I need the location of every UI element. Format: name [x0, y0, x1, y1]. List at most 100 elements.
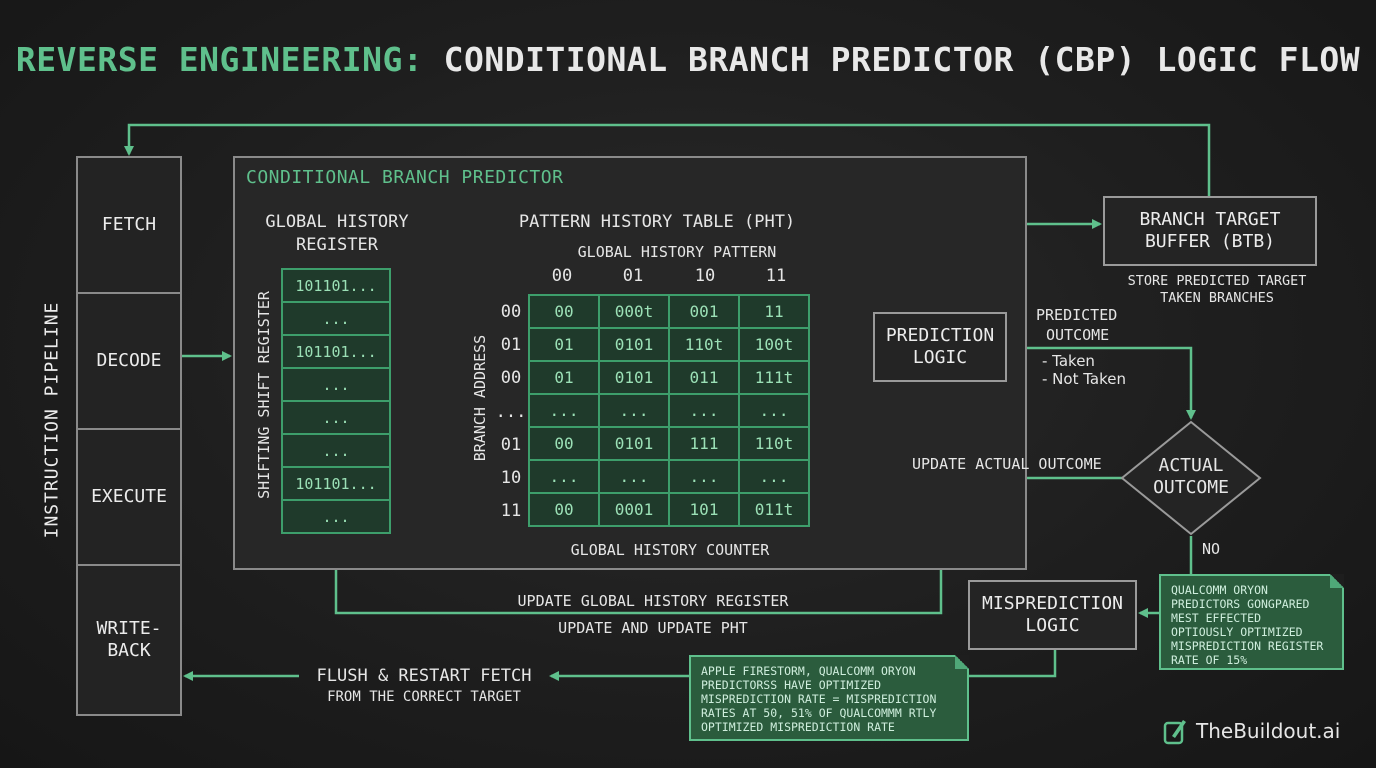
prediction-logic-line2: LOGIC [912, 347, 968, 368]
pht-counter-label: GLOBAL HISTORY COUNTER [570, 541, 770, 559]
prediction-logic-box: PREDICTION LOGIC [873, 312, 1007, 382]
pht-cell: 110t [738, 426, 810, 461]
pht-cell: 00 [528, 492, 600, 527]
pht-cell: 0001 [598, 492, 670, 527]
pht-cell: ... [668, 393, 740, 428]
pht-row: 01 0101 110t 100t [528, 327, 810, 362]
flush-arrow-a [968, 650, 1057, 678]
note-qualcomm: QUALCOMM ORYON PREDICTORS GONGPARED MEST… [1159, 574, 1344, 670]
page-title: REVERSE ENGINEERING: CONDITIONAL BRANCH … [0, 40, 1376, 79]
predicted-outcome-1: PREDICTED [1036, 306, 1118, 324]
actual-outcome-line1: ACTUAL [1158, 455, 1224, 476]
ghr-cell: ... [283, 303, 389, 336]
ghr-cell: ... [283, 402, 389, 435]
flush-line2: FROM THE CORRECT TARGET [327, 689, 521, 705]
pht-cell: ... [528, 393, 600, 428]
prediction-logic-line1: PREDICTION [885, 325, 995, 346]
predicted-option-not-taken: - Not Taken [1042, 370, 1126, 388]
cbp-title: CONDITIONAL BRANCH PREDICTOR [246, 167, 564, 188]
stage-decode-label: DECODE [96, 350, 162, 371]
ghr-cell: ... [283, 435, 389, 468]
brand-logo: TheBuildout.ai [1162, 716, 1340, 746]
btb-box: BRANCH TARGET BUFFER (BTB) [1103, 196, 1317, 266]
stage-decode: DECODE [76, 292, 182, 430]
pht-col-header: 01 [622, 266, 644, 286]
pht-cell: 00 [528, 294, 600, 329]
ghr-cell: 101101... [283, 270, 389, 303]
title-accent: REVERSE ENGINEERING: [15, 40, 424, 79]
pht-table: 00 000t 001 11 01 0101 110t 100t 01 0101… [528, 294, 810, 527]
misprediction-logic-box: MISPREDICTION LOGIC [968, 580, 1137, 650]
btb-to-fetch-arrow [124, 123, 1211, 196]
misprediction-line1: MISPREDICTION [982, 593, 1123, 614]
pht-row: 01 0101 011 111t [528, 360, 810, 395]
pht-row: ... ... ... ... [528, 459, 810, 494]
pht-cell: 01 [528, 360, 600, 395]
pht-row: ... ... ... ... [528, 393, 810, 428]
ghr-cell: 101101... [283, 336, 389, 369]
ghr-cell: 101101... [283, 468, 389, 501]
pht-row-header: ... [495, 402, 527, 422]
pht-col-header: 10 [694, 266, 716, 286]
update-actual-label: UPDATE ACTUAL OUTCOME [912, 455, 1102, 473]
stage-execute: EXECUTE [76, 428, 182, 566]
pht-cell: 011t [738, 492, 810, 527]
note-apple-qualcomm: APPLE FIRESTORM, QUALCOMM ORYON PREDICTO… [689, 655, 969, 741]
pht-cell: 011 [668, 360, 740, 395]
pht-row: 00 0101 111 110t [528, 426, 810, 461]
pht-title: PATTERN HISTORY TABLE (PHT) [518, 212, 796, 232]
prediction-to-actual-arrow [1006, 346, 1196, 420]
btb-line2: BUFFER (BTB) [1144, 231, 1276, 252]
pht-col-header: 00 [551, 266, 573, 286]
btb-line1: BRANCH TARGET [1139, 209, 1281, 230]
pht-cell: 0101 [598, 360, 670, 395]
pht-row-header: 00 [500, 368, 522, 388]
pht-cell: ... [598, 393, 670, 428]
pipeline-label: INSTRUCTION PIPELINE [41, 301, 63, 539]
pht-cell: ... [738, 459, 810, 494]
pht-row-header: 01 [500, 435, 522, 455]
stage-writeback: WRITE- BACK [76, 564, 182, 716]
stage-writeback-label: WRITE- BACK [96, 618, 162, 661]
pht-cell: 01 [528, 327, 600, 362]
pht-cell: 0101 [598, 327, 670, 362]
actual-outcome-line2: OUTCOME [1153, 477, 1229, 498]
pht-row: 00 0001 101 011t [528, 492, 810, 527]
pht-cell: 110t [668, 327, 740, 362]
pht-col-header: 11 [765, 266, 787, 286]
predicted-option-taken: - Taken [1042, 352, 1095, 370]
predicted-outcome-2: OUTCOME [1046, 326, 1110, 344]
pht-cell: 111t [738, 360, 810, 395]
ghr-register: 101101... ... 101101... ... ... ... 1011… [281, 268, 391, 534]
stage-execute-label: EXECUTE [91, 486, 167, 507]
brand-name: TheBuildout.ai [1196, 719, 1341, 743]
ghr-title-1: GLOBAL HISTORY [265, 212, 409, 232]
flush-line1: FLUSH & RESTART FETCH [316, 666, 532, 686]
ghr-cell: ... [283, 369, 389, 402]
btb-caption-1: STORE PREDICTED TARGET [1127, 273, 1307, 289]
no-label: NO [1202, 540, 1221, 558]
pht-cell: 100t [738, 327, 810, 362]
pht-pattern-label: GLOBAL HISTORY PATTERN [577, 243, 777, 261]
ghr-title-2: REGISTER [296, 235, 378, 255]
ghr-side-label: SHIFTING SHIFT REGISTER [255, 291, 273, 499]
pht-cell: 0101 [598, 426, 670, 461]
ghr-cell: ... [322, 507, 350, 526]
pht-cell: 000t [598, 294, 670, 329]
update-ghr-label: UPDATE GLOBAL HISTORY REGISTER [517, 592, 789, 610]
update-pht-label: UPDATE AND UPDATE PHT [558, 619, 748, 637]
pht-cell: 11 [738, 294, 810, 329]
pht-row-header: 10 [500, 468, 522, 488]
pht-cell: ... [528, 459, 600, 494]
pht-row: 00 000t 001 11 [528, 294, 810, 329]
pht-cell: ... [668, 459, 740, 494]
pht-address-label: BRANCH ADDRESS [471, 334, 489, 462]
pht-cell: 001 [668, 294, 740, 329]
brand-icon [1163, 720, 1186, 745]
pht-row-header: 01 [500, 335, 522, 355]
pht-cell: 101 [668, 492, 740, 527]
misprediction-line2: LOGIC [1025, 615, 1080, 636]
stage-fetch: FETCH [76, 156, 182, 294]
title-rest: CONDITIONAL BRANCH PREDICTOR (CBP) LOGIC… [443, 40, 1361, 79]
pht-row-header: 00 [500, 302, 522, 322]
